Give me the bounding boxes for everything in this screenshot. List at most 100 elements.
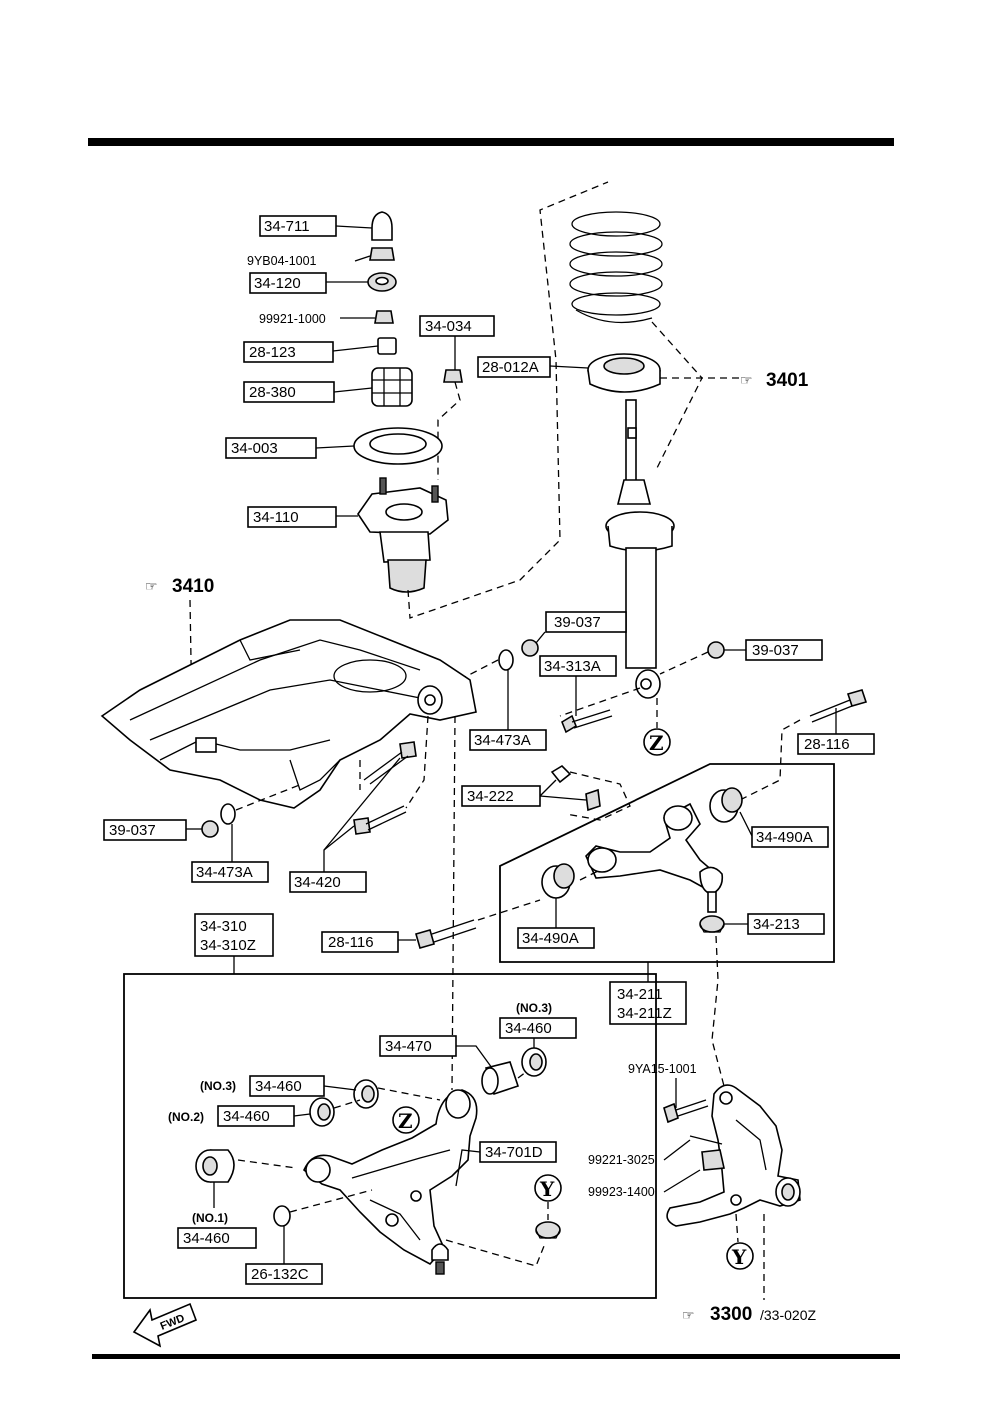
label-box-34-460-top	[499, 1017, 577, 1039]
part-number: 34-420	[294, 874, 341, 891]
part-number: 34-490A	[522, 930, 579, 947]
bushing-34-460-no3	[353, 1079, 379, 1109]
part-number: 34-711	[264, 218, 310, 235]
label-box-34-490a-a	[751, 826, 829, 848]
part-number: 28-012A	[482, 359, 539, 376]
part-number: 34-460	[255, 1078, 302, 1095]
top-rule	[88, 138, 894, 146]
part-number: 34-222	[467, 788, 514, 805]
label-box-34-460-no1	[177, 1227, 257, 1249]
label-box-34-490a-b	[517, 927, 595, 949]
part-number: 34-310Z	[200, 937, 256, 954]
ref-3300-sub: /33-020Z	[760, 1307, 816, 1323]
part-number: 34-470	[385, 1038, 432, 1055]
label-box-26-132c	[245, 1263, 323, 1285]
part-number: 34-034	[425, 318, 472, 335]
part-number: 99921-1000	[259, 312, 326, 326]
bolt-34-313a	[561, 709, 613, 734]
part-number: 34-211	[617, 986, 663, 1003]
label-box-34-110	[247, 506, 337, 528]
marker-z: Z	[398, 1109, 413, 1133]
part-number: 28-123	[249, 344, 296, 361]
part-number: 99923-1400	[588, 1185, 655, 1199]
part-number: 9YA15-1001	[628, 1062, 697, 1076]
part-number: 34-473A	[196, 864, 253, 881]
label-box-34-034	[419, 315, 495, 337]
crossmember	[100, 619, 477, 809]
washer-34-473a-lower	[220, 803, 236, 825]
part-number: 34-701D	[485, 1144, 543, 1161]
bushing-34-470	[481, 1061, 520, 1096]
bolts-34-420	[353, 741, 417, 835]
part-number: 34-460	[183, 1230, 230, 1247]
label-box-34-313a	[539, 655, 617, 677]
ref-arrow-icon: ☞	[740, 372, 753, 388]
lower-arm-frame	[123, 973, 657, 1299]
label-box-34-420	[289, 871, 367, 893]
part-number: 26-132C	[251, 1266, 309, 1283]
nut-lower-ball-joint	[535, 1221, 561, 1239]
nut-9yb04	[369, 247, 395, 261]
part-number: 34-211Z	[617, 1005, 672, 1022]
label-box-39-037-b	[745, 639, 823, 661]
part-number: 34-120	[254, 275, 301, 292]
spacer-28-123	[377, 337, 397, 355]
part-number: 39-037	[554, 614, 601, 631]
part-number: 34-213	[753, 916, 800, 933]
part-number: 34-110	[253, 509, 299, 526]
part-number: 28-380	[249, 384, 296, 401]
shock-absorber	[605, 399, 675, 699]
strut-mount-34-110	[357, 477, 449, 593]
nut-99921	[374, 310, 394, 324]
label-box-34-213	[747, 913, 825, 935]
label-box-34-711	[259, 215, 337, 237]
plate-34-003	[353, 427, 443, 465]
part-number: 39-037	[752, 642, 799, 659]
upper-control-arm	[585, 802, 724, 913]
nut-99923	[701, 1149, 725, 1171]
label-box-34-473a-a	[469, 729, 547, 751]
part-number: 34-490A	[756, 829, 813, 846]
marker-y: Y	[731, 1245, 747, 1269]
ref-arrow-icon: ☞	[145, 578, 158, 594]
bushing-34-460-no2	[309, 1097, 335, 1127]
nut-34-034	[443, 369, 463, 383]
label-box-34-120	[249, 272, 327, 294]
label-box-28-116-a	[797, 733, 875, 755]
part-number: 34-460	[223, 1108, 270, 1125]
ref-3401: 3401	[766, 370, 809, 391]
label-box-34-310	[194, 913, 274, 957]
part-number: 9YB04-1001	[247, 254, 317, 268]
forward-arrow-icon	[132, 1302, 198, 1348]
upper-arm-frame	[499, 763, 835, 963]
label-box-34-003	[225, 437, 317, 459]
label-box-39-037-a	[545, 611, 627, 633]
ref-arrow-icon: ☞	[682, 1307, 695, 1323]
nut-39-037-left	[201, 820, 219, 838]
washer-34-473a-upper	[498, 649, 514, 671]
bracket-34-222	[550, 764, 601, 812]
bump-stop-28-380	[371, 367, 413, 407]
note-no3-top: (NO.3)	[516, 1001, 552, 1015]
part-number: 34-473A	[474, 732, 531, 749]
label-box-28-380	[243, 381, 335, 403]
ref-3410: 3410	[172, 576, 214, 597]
bolt-28-116-lower	[415, 919, 477, 949]
nut-34-213	[699, 915, 725, 933]
part-number: 34-460	[505, 1020, 552, 1037]
bearing-34-120	[367, 272, 397, 292]
coil-spring	[569, 211, 663, 324]
label-box-34-211	[609, 981, 687, 1025]
marker-y: Y	[539, 1177, 555, 1201]
bolt-9ya15	[663, 1099, 709, 1124]
bolt-28-116-upper	[809, 689, 868, 723]
nut-39-037-upper	[521, 639, 539, 657]
note-no3: (NO.3)	[200, 1079, 236, 1093]
part-number: 34-310	[200, 918, 247, 935]
lower-control-arm	[303, 1089, 478, 1275]
marker-z: Z	[649, 731, 664, 755]
nut-26-132c	[273, 1205, 291, 1227]
label-box-34-473a-b	[191, 861, 269, 883]
note-no2: (NO.2)	[168, 1110, 204, 1124]
